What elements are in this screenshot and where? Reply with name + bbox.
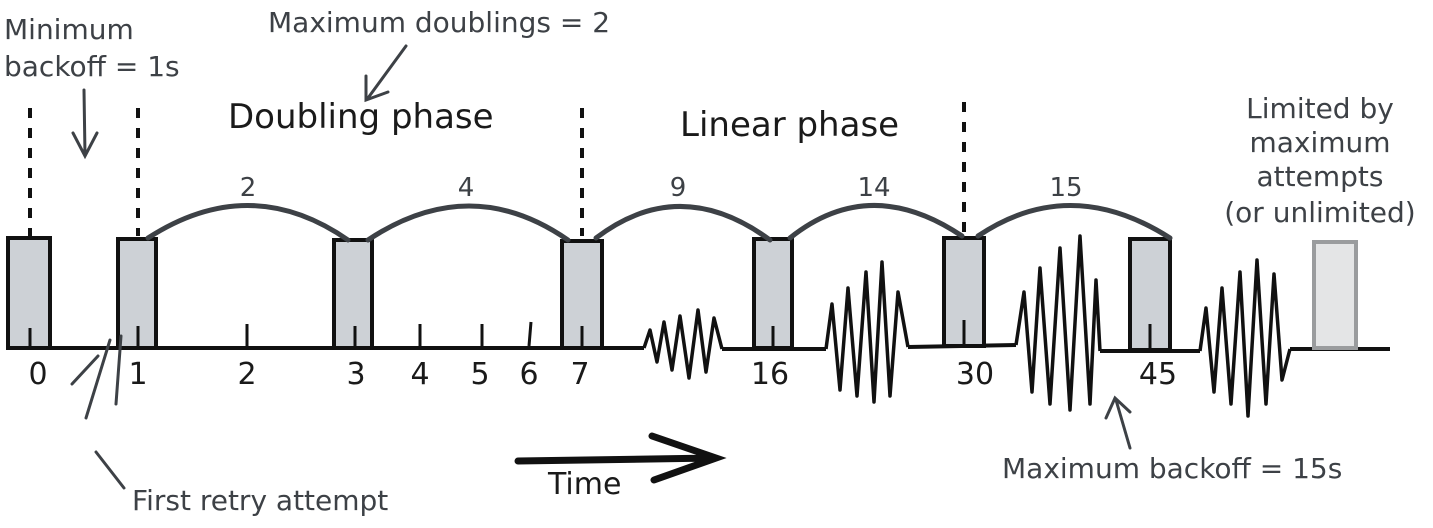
gap-squiggle [642, 308, 724, 380]
time-label: Time [547, 467, 621, 502]
max-backoff-label: Maximum backoff = 15s [1002, 452, 1342, 485]
first-retry-label: First retry attempt [132, 484, 388, 517]
tick [527, 321, 533, 347]
time-value-label: 1 [128, 357, 147, 392]
interval-label: 2 [240, 173, 257, 203]
interval-label: 14 [857, 173, 890, 203]
time-gap-squiggles [642, 234, 1292, 418]
linear-phase-heading: Linear phase [680, 105, 899, 145]
limited-label-line2: maximum [1249, 126, 1390, 159]
max-backoff-arrow [1104, 395, 1132, 450]
attempt-box [332, 238, 374, 350]
timeline-labels: 0 1 2 3 4 5 6 7 16 30 45 [28, 357, 1177, 392]
interval-arc [145, 203, 351, 243]
timeline-axis [8, 343, 1390, 353]
time-value-label: 4 [410, 357, 429, 392]
first-retry-pointer [94, 450, 126, 490]
interval-arc [365, 203, 571, 243]
annotation-pointers [70, 44, 1132, 490]
first-retry-pointer [70, 354, 100, 386]
interval-arc [787, 203, 965, 241]
min-backoff-arrow [71, 88, 99, 160]
doubling-phase-heading: Doubling phase [228, 97, 494, 137]
gap-squiggle [1014, 234, 1102, 412]
first-retry-pointer [84, 338, 112, 420]
interval-label: 15 [1049, 173, 1082, 203]
time-value-label: 0 [28, 357, 47, 392]
interval-arc [975, 203, 1173, 241]
min-backoff-label-line1: Minimum [4, 13, 134, 46]
time-value-label: 2 [237, 357, 256, 392]
limited-label-line1: Limited by [1246, 92, 1394, 125]
interval-arcs [145, 203, 1173, 243]
time-value-label: 7 [570, 357, 589, 392]
interval-labels: 2 4 9 14 15 [240, 173, 1083, 203]
time-value-label: 16 [751, 357, 789, 392]
time-value-label: 5 [470, 357, 489, 392]
time-arrow [514, 432, 727, 484]
max-doublings-label: Maximum doublings = 2 [268, 6, 610, 39]
time-arrow-line [514, 432, 727, 484]
gap-squiggle [824, 260, 910, 404]
time-value-label: 30 [956, 357, 994, 392]
time-ticks [28, 320, 1152, 350]
min-backoff-label-line2: backoff = 1s [4, 50, 180, 83]
gap-squiggle [1198, 258, 1292, 418]
time-value-label: 45 [1139, 357, 1177, 392]
first-retry-pointer [114, 334, 123, 406]
interval-label: 9 [670, 173, 687, 203]
time-value-label: 6 [519, 357, 538, 392]
interval-arc [593, 204, 773, 243]
ghost-attempt-box [1312, 240, 1358, 350]
time-value-label: 3 [346, 357, 365, 392]
phase-dividers [28, 102, 966, 236]
limited-label-line4: (or unlimited) [1224, 196, 1415, 229]
interval-label: 4 [458, 173, 475, 203]
limited-label-line3: attempts [1257, 160, 1384, 193]
max-doublings-arrow [364, 44, 408, 103]
